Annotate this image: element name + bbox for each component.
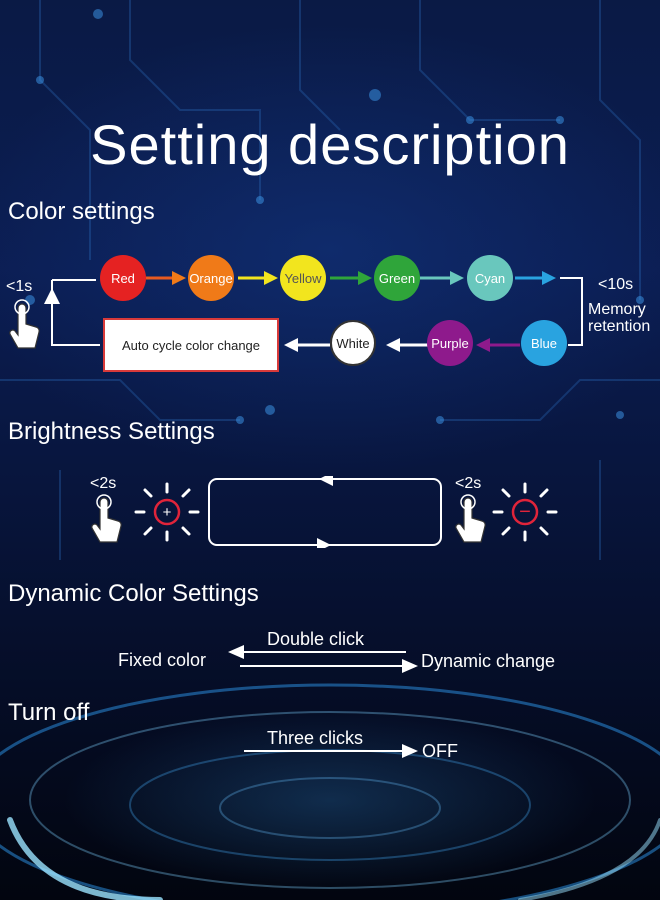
off-arrow xyxy=(244,744,418,758)
color-circle-yellow: Yellow xyxy=(280,255,326,301)
brightness-heading: Brightness Settings xyxy=(8,418,215,445)
color-circle-cyan: Cyan xyxy=(467,255,513,301)
color-settings-heading: Color settings xyxy=(8,198,155,225)
hand-press-icon xyxy=(9,299,40,349)
double-arrow xyxy=(228,645,418,673)
dynamic-change-label: Dynamic change xyxy=(421,651,556,671)
auto-cycle-box: Auto cycle color change xyxy=(103,318,279,372)
color-circle-green: Green xyxy=(374,255,420,301)
color-circle-blue: Blue xyxy=(521,320,567,366)
press-long-label: <10s xyxy=(598,276,634,293)
brightness-increase-icon: + xyxy=(134,482,200,542)
color-circle-red: Red xyxy=(100,255,146,301)
three-clicks-label: Three clicks xyxy=(267,728,364,748)
page-title: Setting description xyxy=(90,113,570,176)
color-cycle-arrows xyxy=(44,271,583,352)
memory-retention-label: Memory retention xyxy=(588,301,650,335)
decrease-symbol: − xyxy=(519,501,531,523)
increase-symbol: + xyxy=(163,504,172,521)
color-circle-white: White xyxy=(330,320,376,366)
off-label: OFF xyxy=(422,741,458,761)
memory-line-1: Memory xyxy=(588,301,646,318)
press-short-label: <1s xyxy=(6,278,33,295)
turn-off-heading: Turn off xyxy=(8,699,90,726)
brightness-loop xyxy=(208,476,442,548)
brightness-decrease-icon: − xyxy=(492,482,558,542)
double-click-label: Double click xyxy=(267,629,365,649)
color-circle-orange: Orange xyxy=(188,255,234,301)
brightness-press-right: <2s xyxy=(455,475,482,492)
dynamic-heading: Dynamic Color Settings xyxy=(8,580,259,607)
memory-line-2: retention xyxy=(588,318,651,335)
color-circle-purple: Purple xyxy=(427,320,473,366)
hand-press-icon-left xyxy=(91,494,122,543)
hand-press-icon-right xyxy=(455,494,486,543)
brightness-press-left: <2s xyxy=(90,475,117,492)
fixed-color-label: Fixed color xyxy=(118,650,207,670)
